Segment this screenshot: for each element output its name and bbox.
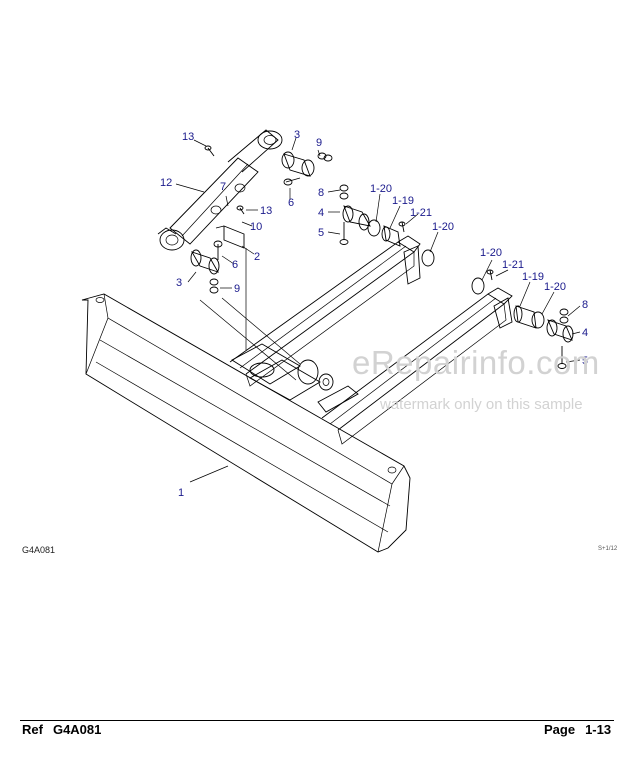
grease-fitting-13 [204,145,245,215]
rings-1-20-left [367,219,435,267]
label-1-19-left: 1-19 [392,195,414,207]
label-8-left: 8 [318,187,324,199]
label-9-upper: 9 [316,137,322,149]
footer-rule [20,720,614,721]
label-1-20-c: 1-20 [480,247,502,259]
nuts-8-left [339,184,349,200]
label-9-lower: 9 [234,283,240,295]
footer-page-label: Page [544,722,576,737]
label-4-right: 4 [582,327,588,339]
label-13-lower: 13 [260,205,272,217]
leader-lines [175,137,581,483]
footer-ref-value: G4A081 [52,722,102,737]
bushing-1-19-right [513,305,537,329]
bolt-6-upper [283,177,301,186]
pin-4-left [342,205,371,231]
label-5-right: 5 [582,355,588,367]
link-line-b [199,299,297,381]
footer-page-value: 1-13 [585,722,612,737]
watermark-note: watermark only on this sample [380,396,583,413]
label-7: 7 [220,181,226,193]
label-3-upper: 3 [294,129,300,141]
bolt-5-right [557,346,567,369]
label-1-20-a: 1-20 [370,183,392,195]
nuts-8-right [559,308,569,324]
label-12: 12 [160,177,172,189]
link-line-a [221,297,301,365]
label-3-lower: 3 [176,277,182,289]
washers-9-lower [209,278,219,294]
label-10: 10 [250,221,262,233]
bolt-5-left [339,222,349,245]
label-1-19-right: 1-19 [522,271,544,283]
footer-ref-label: Ref [22,722,43,737]
label-6-upper: 6 [288,197,294,209]
pin-4-right [546,319,574,343]
label-13-upper: 13 [182,131,194,143]
bolt-6-lower [213,240,223,260]
fitting-1-21-left [398,221,406,233]
figure-id: G4A081 [22,545,56,555]
watermark-site: eRepairinfo.com [352,344,600,381]
label-1-21-left: 1-21 [410,207,432,219]
footer-ref: Ref G4A081 [22,722,101,737]
label-1: 1 [178,487,184,499]
footer-page: Page 1-13 [544,722,611,737]
bracket-2 [215,225,245,249]
label-8-right: 8 [582,299,588,311]
fitting-1-21-right [486,269,494,281]
label-5-left: 5 [318,227,324,239]
pin-3-upper [281,151,315,177]
label-2: 2 [254,251,260,263]
label-4-left: 4 [318,207,324,219]
pin-3-lower [190,249,220,275]
rings-1-20-right [471,277,545,329]
label-1-20-b: 1-20 [432,221,454,233]
figure-code: S+1/12 [598,546,618,552]
label-1-20-d: 1-20 [544,281,566,293]
right-push-arm [321,287,513,445]
part-labels: 1 2 3 3 4 4 5 5 6 6 7 8 8 9 9 10 12 13 1… [160,129,588,499]
washers-9-upper [317,152,333,162]
center-bracket [231,343,359,413]
bushing-1-19-left [381,225,401,247]
label-1-21-right: 1-21 [502,259,524,271]
label-6-lower: 6 [232,259,238,271]
hydraulic-cylinder [157,129,283,251]
